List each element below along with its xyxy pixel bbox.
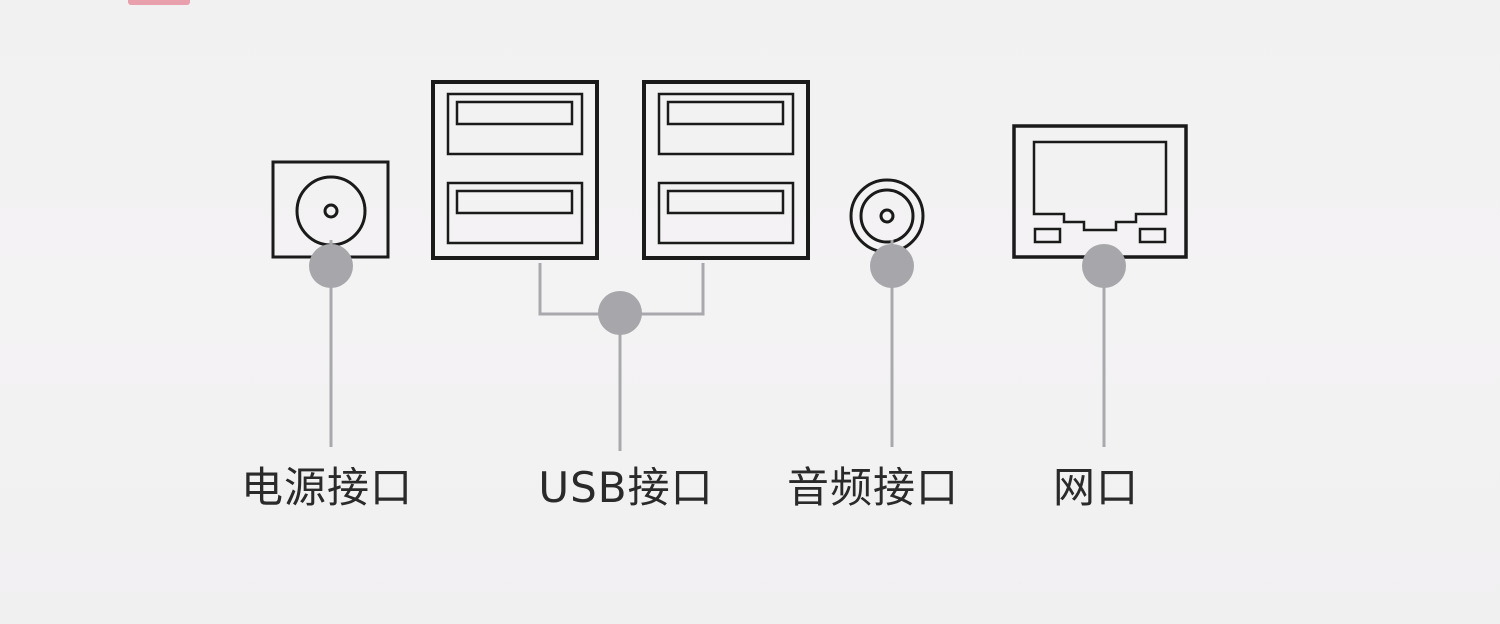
ethernet-housing bbox=[1012, 124, 1188, 259]
usb-connector-dot bbox=[598, 291, 642, 335]
usb-port-icon bbox=[431, 80, 810, 260]
ethernet-led-left bbox=[1033, 227, 1062, 244]
ethernet-led-right bbox=[1138, 227, 1167, 244]
accent-tab bbox=[128, 0, 190, 5]
power-connector-dot bbox=[309, 244, 353, 288]
audio-jack-icon bbox=[849, 178, 925, 254]
power-port-label: 电源接口 bbox=[240, 463, 414, 512]
network-connector-dot bbox=[1082, 244, 1126, 288]
usb-port-label: USB接口 bbox=[538, 463, 714, 512]
usb-stack-right bbox=[642, 80, 810, 260]
usb-stack-left bbox=[431, 80, 599, 260]
ethernet-socket bbox=[1032, 140, 1168, 232]
audio-jack-inner bbox=[859, 188, 915, 244]
connector-dots bbox=[309, 244, 1126, 335]
audio-port-label: 音频接口 bbox=[786, 463, 960, 512]
power-jack-pin bbox=[323, 203, 339, 219]
audio-jack-pin bbox=[879, 208, 895, 224]
network-port-label: 网口 bbox=[1052, 463, 1140, 512]
connector-lines bbox=[329, 240, 1106, 451]
audio-connector-dot bbox=[870, 244, 914, 288]
ethernet-port-icon bbox=[1012, 124, 1188, 259]
power-jack-ring bbox=[295, 175, 367, 247]
